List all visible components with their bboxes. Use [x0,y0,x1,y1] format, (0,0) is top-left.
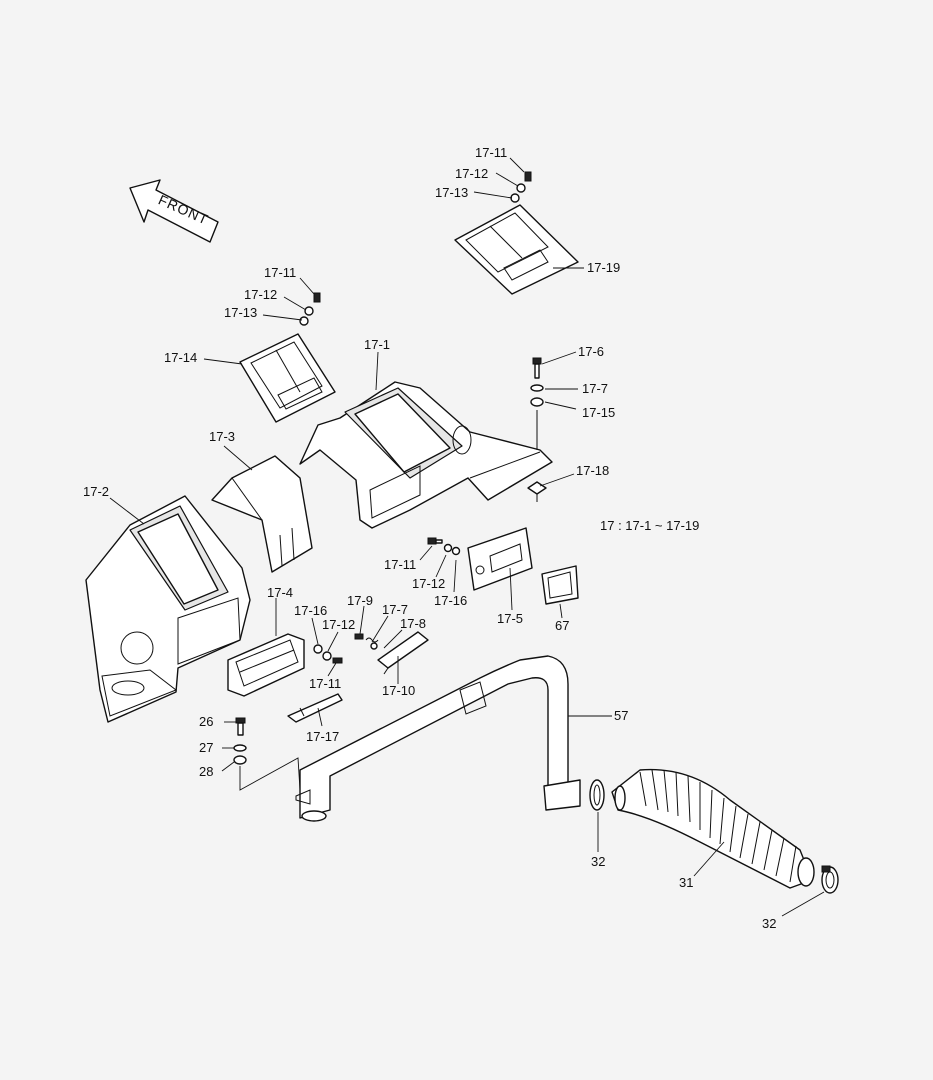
label-17-11-a: 17-11 [475,145,507,160]
label-17-17: 17-17 [306,729,339,744]
label-17-7-b: 17-7 [382,602,408,617]
label-28: 28 [199,764,213,779]
part-17-10-bracket [377,631,429,675]
label-27: 27 [199,740,213,755]
part-17-2-console [85,495,251,723]
part-31-hose [611,768,815,889]
label-17-11-c: 17-11 [384,557,416,572]
part-32-clamp-upper [589,779,605,811]
label-17-3: 17-3 [209,429,235,444]
label-32-b: 32 [762,916,776,931]
note-17-range: 17 : 17-1 ~ 17-19 [600,518,699,533]
label-17-8: 17-8 [400,616,426,631]
label-17-11-b: 17-11 [264,265,296,280]
part-32-clamp-lower [821,865,839,894]
label-17-2: 17-2 [83,484,109,499]
part-labels: 17-11 17-12 17-13 17-19 17-11 17-12 17-1… [83,145,776,931]
label-32-a: 32 [591,854,605,869]
fasteners-17-11-17-12-17-16 [313,644,343,664]
label-17-11-d: 17-11 [309,676,341,691]
bolt-17-11-top [510,171,532,203]
label-57: 57 [614,708,628,723]
bolt-17-11-left [299,292,321,326]
part-17-19-cover [454,204,579,295]
fasteners-17-11-17-12-17-16-right [427,537,461,556]
front-arrow-icon: FRONT [129,179,219,243]
fasteners-17-9-17-7-17-8 [354,633,379,650]
label-17-4: 17-4 [267,585,293,600]
label-17-6: 17-6 [578,344,604,359]
label-17-12-b: 17-12 [244,287,277,302]
part-17-3-cover [211,455,313,573]
label-17-18: 17-18 [576,463,609,478]
label-31: 31 [679,875,693,890]
label-17-16-b: 17-16 [294,603,327,618]
label-17-12-a: 17-12 [455,166,488,181]
label-67: 67 [555,618,569,633]
part-67-grommet [541,565,579,605]
part-17-17-bracket [287,693,343,723]
label-17-10: 17-10 [382,683,415,698]
label-17-9: 17-9 [347,593,373,608]
label-17-5: 17-5 [497,611,523,626]
label-17-16-a: 17-16 [434,593,467,608]
part-17-5-plate [467,527,533,591]
part-17-4-louver [227,633,305,697]
label-17-15: 17-15 [582,405,615,420]
label-17-12-d: 17-12 [322,617,355,632]
label-17-13-b: 17-13 [224,305,257,320]
label-17-7-a: 17-7 [582,381,608,396]
part-57-duct [295,655,581,822]
label-17-13-a: 17-13 [435,185,468,200]
label-17-12-c: 17-12 [412,576,445,591]
part-17-1-console [299,381,553,529]
leader-lines [109,157,825,917]
part-17-14-cover [239,333,336,423]
bolt-17-6 [530,357,544,450]
bolt-26-washer-27-nut-28 [233,717,301,791]
label-17-14: 17-14 [164,350,197,365]
label-26: 26 [199,714,213,729]
label-17-19: 17-19 [587,260,620,275]
label-17-1: 17-1 [364,337,390,352]
